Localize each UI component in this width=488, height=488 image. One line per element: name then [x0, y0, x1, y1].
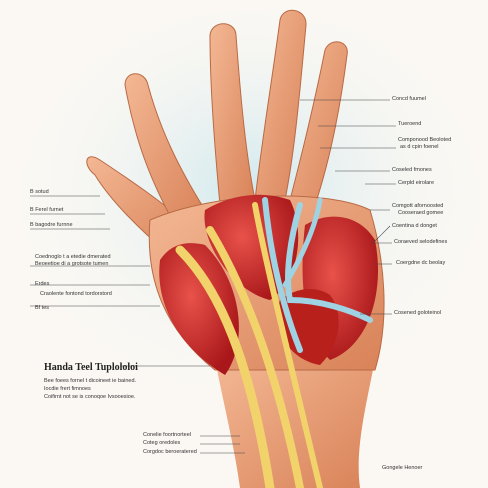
right-label-8: Cooseraed gomee	[398, 210, 444, 216]
tendons	[175, 197, 373, 488]
bottom-label-2: Coteg oredoles	[143, 440, 181, 446]
left-label-4: Coednoglo t a etedie dmerated	[35, 254, 111, 260]
right-label-2: Tueroend	[398, 121, 422, 127]
muscle-lower	[277, 288, 339, 365]
left-label-2: B Ferel furnet	[30, 207, 64, 213]
right-label-3: Componood Beoloted	[398, 137, 452, 143]
right-label-10: Coraeved selodefines	[394, 239, 448, 245]
right-label-5: Coseled fmones	[392, 167, 432, 173]
right-label-1: Concd fuumel	[392, 96, 426, 102]
left-label-8: Bf tes	[35, 305, 50, 311]
little-finger	[289, 41, 348, 206]
tendon-blue-2	[285, 202, 373, 323]
left-label-6: Erdes	[35, 281, 50, 287]
bottom-label-3: Corgdoc beroeratered	[143, 449, 197, 455]
tendon-yellow-3	[252, 202, 323, 488]
tendon-yellow-2	[206, 226, 304, 488]
diagram-title: Handa Teel Tuplololoi	[44, 362, 138, 373]
left-label-3: B bagodre furnne	[30, 222, 73, 228]
tendon-blue-3	[282, 197, 323, 288]
ring-finger	[254, 10, 307, 201]
right-label-11: Coergdne dc beolay	[396, 260, 446, 266]
muscle-thenar	[159, 243, 239, 375]
left-label-1: B sotud	[30, 189, 49, 195]
left-label-5: Beoeetioe di a grotsote tumen	[35, 261, 109, 267]
right-label-7: Comgott afornoosted	[392, 203, 444, 209]
right-label-9: Coentina d donget	[392, 223, 437, 229]
right-label-6: Cerpld eirolare	[398, 180, 435, 186]
description-line-1: Bee foees fornel t dicoineet ie bained.	[44, 378, 137, 384]
leader-lines	[30, 99, 396, 454]
corner-label: Gongele Henoer	[382, 465, 423, 471]
right-label-4: as d cpin foenel	[400, 144, 439, 150]
middle-finger	[209, 23, 256, 206]
right-label-12: Cosened goloteinol	[394, 310, 442, 316]
tendon-blue-1	[262, 197, 303, 353]
left-label-7: Craolente fontond tordorstord	[40, 291, 112, 297]
fingers	[86, 10, 348, 256]
index-finger	[124, 73, 206, 226]
bottom-label-1: Conelie foortnorteel	[143, 432, 192, 438]
description-line-3: Coifirnt not se is conoqoe Ivsooesioe.	[44, 394, 136, 400]
tendon-yellow-1	[175, 245, 275, 488]
description-line-2: Iocdie frert fimnoes	[44, 386, 91, 392]
